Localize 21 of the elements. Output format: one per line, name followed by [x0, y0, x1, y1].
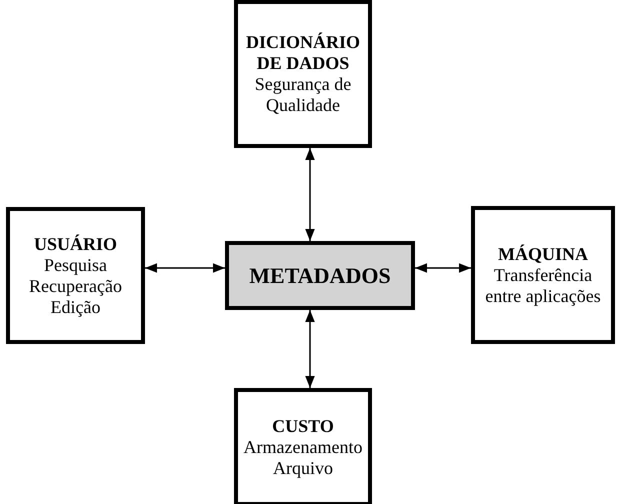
box-text: Pesquisa	[44, 254, 107, 276]
category-box	[234, 0, 372, 148]
double-arrow	[305, 148, 315, 241]
double-arrow	[145, 263, 225, 273]
category-box	[234, 388, 372, 504]
box-text: Segurança de Qualidade	[254, 74, 352, 116]
double-arrow	[415, 263, 471, 273]
category-box	[471, 206, 615, 344]
box-text: Arquivo	[273, 458, 333, 478]
double-arrow	[305, 310, 315, 388]
box-text: Transferência entre aplicações	[484, 264, 602, 306]
box-text: Edição	[50, 296, 100, 318]
box-heading: CUSTO	[272, 416, 334, 436]
central-box	[225, 241, 415, 310]
box-heading: USUÁRIO	[34, 234, 117, 254]
box-heading: DICIONÁRIO DE DADOS	[244, 32, 361, 74]
box-text: Armazenamento	[244, 436, 362, 458]
box-text: Recuperação	[29, 276, 122, 296]
box-heading: MÁQUINA	[498, 244, 588, 264]
category-box	[6, 207, 145, 344]
box-heading: METADADOS	[249, 265, 391, 286]
